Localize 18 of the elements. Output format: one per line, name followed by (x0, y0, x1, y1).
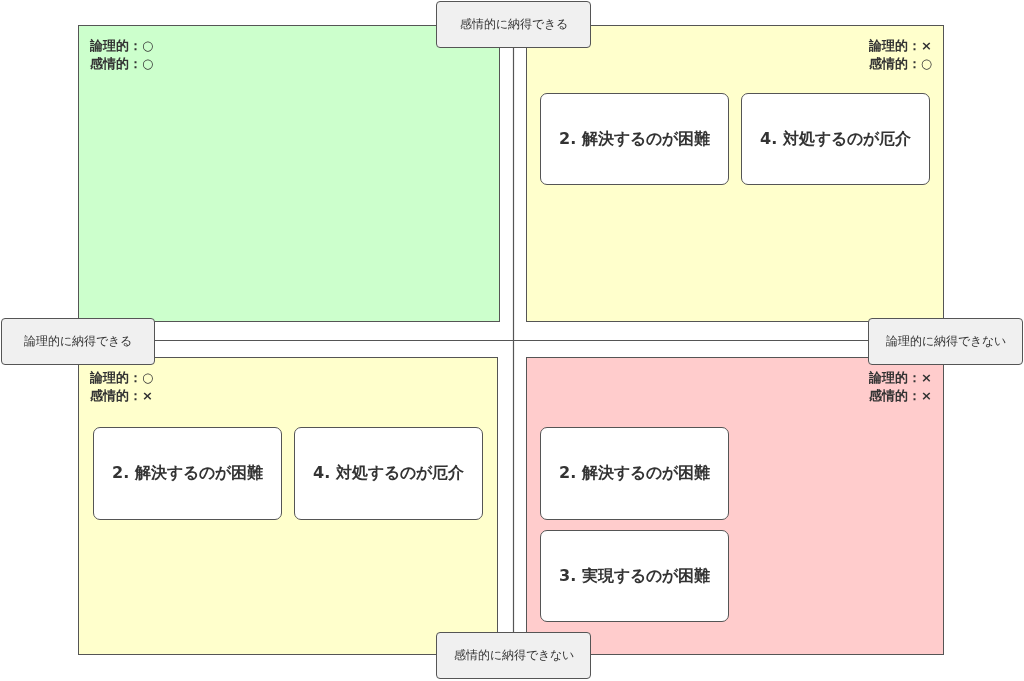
rating-label: 論理的：× (869, 37, 932, 55)
rating-label: 論理的：○ (90, 369, 154, 387)
axis-label: 論理的に納得できる (1, 318, 155, 365)
issue-card: 4. 対処するのが厄介 (741, 93, 930, 185)
rating-label: 論理的：○ (90, 37, 154, 55)
rating-label: 論理的：× (869, 369, 932, 387)
issue-card: 2. 解決するのが困難 (540, 93, 729, 185)
issue-card: 4. 対処するのが厄介 (294, 427, 483, 520)
axis-label: 論理的に納得できない (868, 318, 1023, 365)
rating-label: 感情的：○ (868, 55, 932, 73)
rating-label: 感情的：× (90, 387, 153, 405)
rating-label: 感情的：○ (90, 55, 154, 73)
issue-card: 2. 解決するのが困難 (540, 427, 729, 520)
axis-label: 感情的に納得できない (436, 632, 591, 679)
issue-card: 3. 実現するのが困難 (540, 530, 729, 622)
rating-label: 感情的：× (869, 387, 932, 405)
axis-label: 感情的に納得できる (436, 1, 591, 48)
issue-card: 2. 解決するのが困難 (93, 427, 282, 520)
